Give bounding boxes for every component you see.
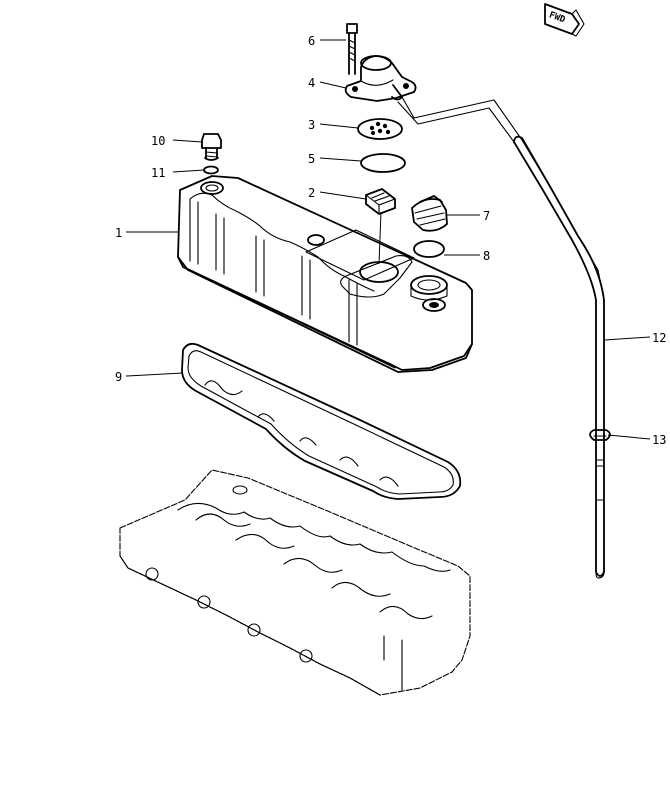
callout-3: 3 xyxy=(308,118,315,132)
callout-labels: 1 2 3 4 5 6 7 8 9 10 11 12 13 xyxy=(115,34,666,447)
part-2-to-cover-leader xyxy=(378,211,382,265)
callout-2: 2 xyxy=(308,186,315,200)
callout-11: 11 xyxy=(151,166,165,180)
part-10-bolt xyxy=(201,133,222,161)
fwd-label: FWD xyxy=(548,10,567,25)
fwd-direction-arrow: FWD xyxy=(544,3,585,37)
part-6-bolt xyxy=(346,23,358,75)
leader-2 xyxy=(319,191,367,200)
callout-8: 8 xyxy=(483,249,490,263)
callout-12: 12 xyxy=(652,331,666,345)
part-5-o-ring xyxy=(360,153,406,173)
part-11-washer xyxy=(203,165,219,175)
part-8-gasket xyxy=(413,240,445,258)
part-13-hose-clamp xyxy=(589,429,611,441)
leader-lines xyxy=(125,39,651,440)
part-9-cover-gasket xyxy=(181,342,462,500)
part-7-oil-filler-cap xyxy=(411,195,448,232)
part-1-head-cover xyxy=(177,175,473,373)
part-3-baffle-plate xyxy=(357,118,403,140)
part-12-breather-hose xyxy=(397,96,605,579)
cylinder-head-reference xyxy=(119,469,471,696)
callout-4: 4 xyxy=(308,76,315,90)
part-2-element xyxy=(365,188,396,215)
leader-10 xyxy=(172,139,203,143)
leader-9 xyxy=(125,372,184,377)
leader-11 xyxy=(172,169,205,173)
callout-7: 7 xyxy=(483,209,490,223)
callout-6: 6 xyxy=(308,34,315,48)
callout-5: 5 xyxy=(308,152,315,166)
callout-1: 1 xyxy=(115,226,122,240)
leader-3 xyxy=(319,123,359,129)
leader-13 xyxy=(607,434,651,440)
callout-9: 9 xyxy=(115,370,122,384)
callout-13: 13 xyxy=(652,433,666,447)
leader-12 xyxy=(604,336,651,341)
leader-5 xyxy=(319,157,362,162)
part-4-breather-housing xyxy=(344,55,417,102)
callout-10: 10 xyxy=(151,134,165,148)
leader-4 xyxy=(319,81,347,89)
